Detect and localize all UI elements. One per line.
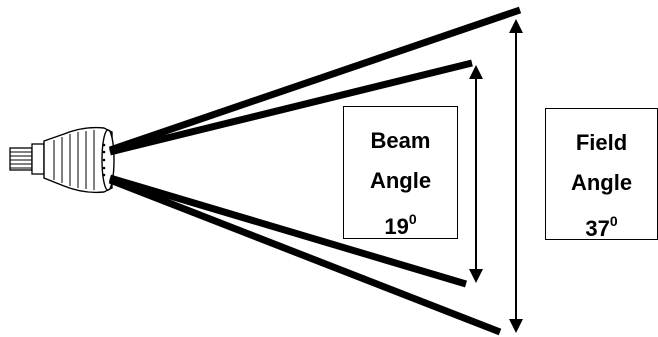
degree-symbol: 0 (408, 211, 417, 227)
field-angle-label-line1: Field (575, 130, 628, 155)
field-angle-upper-line (108, 6, 522, 154)
beam-angle-upper-line (109, 59, 473, 156)
lamp-bulb-icon (9, 126, 115, 194)
field-angle-label-line2: Angle (570, 170, 633, 195)
field-angle-value: 370 (585, 213, 618, 240)
field-angle-label-box: Field Angle 370 (545, 108, 658, 240)
beam-angle-label-line1: Beam (370, 128, 431, 153)
degree-symbol: 0 (609, 213, 618, 229)
beam-angle-value: 190 (384, 211, 417, 239)
beam-angle-label-box: Beam Angle 190 (343, 106, 458, 239)
beam-angle-label-line2: Angle (369, 168, 432, 193)
beam-angle-lower-line (109, 174, 467, 288)
field-angle-lower-line (108, 176, 502, 336)
